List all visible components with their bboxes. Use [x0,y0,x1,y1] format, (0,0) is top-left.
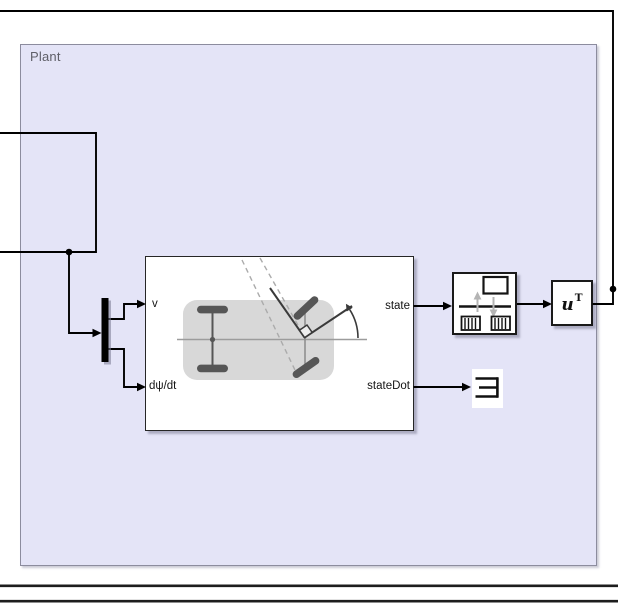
port-label-state: state [385,300,410,312]
port-label-statedot: stateDot [367,380,410,392]
vehicle-model-block[interactable] [145,256,414,431]
transpose-math-block[interactable]: uT [551,280,593,326]
wire-junction-dot-right[interactable] [609,285,617,293]
plant-area-label: Plant [30,49,61,64]
out-bus-element-block[interactable] [472,369,503,408]
port-label-dpsi-dt: dψ/dt [149,380,177,392]
transpose-label: uT [561,291,583,315]
transpose-label-base: u [561,294,574,315]
rate-transition-block[interactable] [452,272,517,335]
transpose-label-sup: T [574,291,583,304]
port-label-v: v [152,298,158,310]
